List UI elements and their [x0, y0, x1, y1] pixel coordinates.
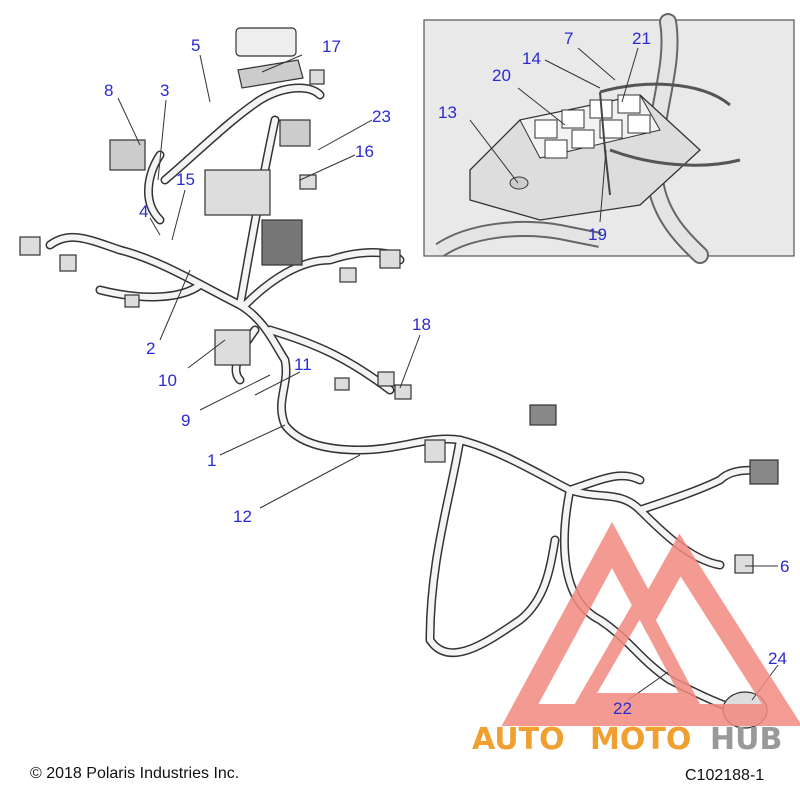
callout-13: 13: [438, 103, 457, 122]
watermark-hub: HUB: [710, 722, 783, 757]
watermark-logo: [501, 521, 800, 726]
callout-5: 5: [191, 36, 201, 55]
watermark-auto: AUTO: [472, 722, 565, 757]
inset-detail: [423, 13, 795, 264]
callout-3: 3: [160, 81, 170, 100]
callout-12: 12: [233, 507, 252, 526]
label-sheet: [237, 59, 304, 89]
callout-2: 2: [146, 339, 156, 358]
callout-20: 20: [492, 66, 511, 85]
callout-4: 4: [139, 202, 149, 221]
fuse-cover: [235, 27, 297, 57]
connector-block: [214, 329, 251, 366]
fuse-box: [204, 169, 271, 216]
callout-9: 9: [181, 411, 191, 430]
callout-19: 19: [588, 225, 607, 244]
callout-17: 17: [322, 37, 341, 56]
callout-24: 24: [768, 649, 787, 668]
callout-14: 14: [522, 49, 541, 68]
callout-6: 6: [780, 557, 790, 576]
figure-id: C102188-1: [685, 767, 765, 784]
callout-8: 8: [104, 81, 114, 100]
callout-18: 18: [412, 315, 431, 334]
copyright-text: © 2018 Polaris Industries Inc.: [30, 765, 240, 782]
components: [19, 27, 779, 729]
callout-23: 23: [372, 107, 391, 126]
callout-11: 11: [294, 355, 312, 374]
ecu-module: [261, 219, 303, 266]
callout-10: 10: [158, 371, 177, 390]
callout-7: 7: [564, 29, 574, 48]
callout-22: 22: [613, 699, 632, 718]
callout-16: 16: [355, 142, 374, 161]
callout-15: 15: [176, 170, 195, 189]
watermark-moto: MOTO: [590, 722, 692, 757]
callout-21: 21: [632, 29, 651, 48]
callout-1: 1: [207, 451, 217, 470]
